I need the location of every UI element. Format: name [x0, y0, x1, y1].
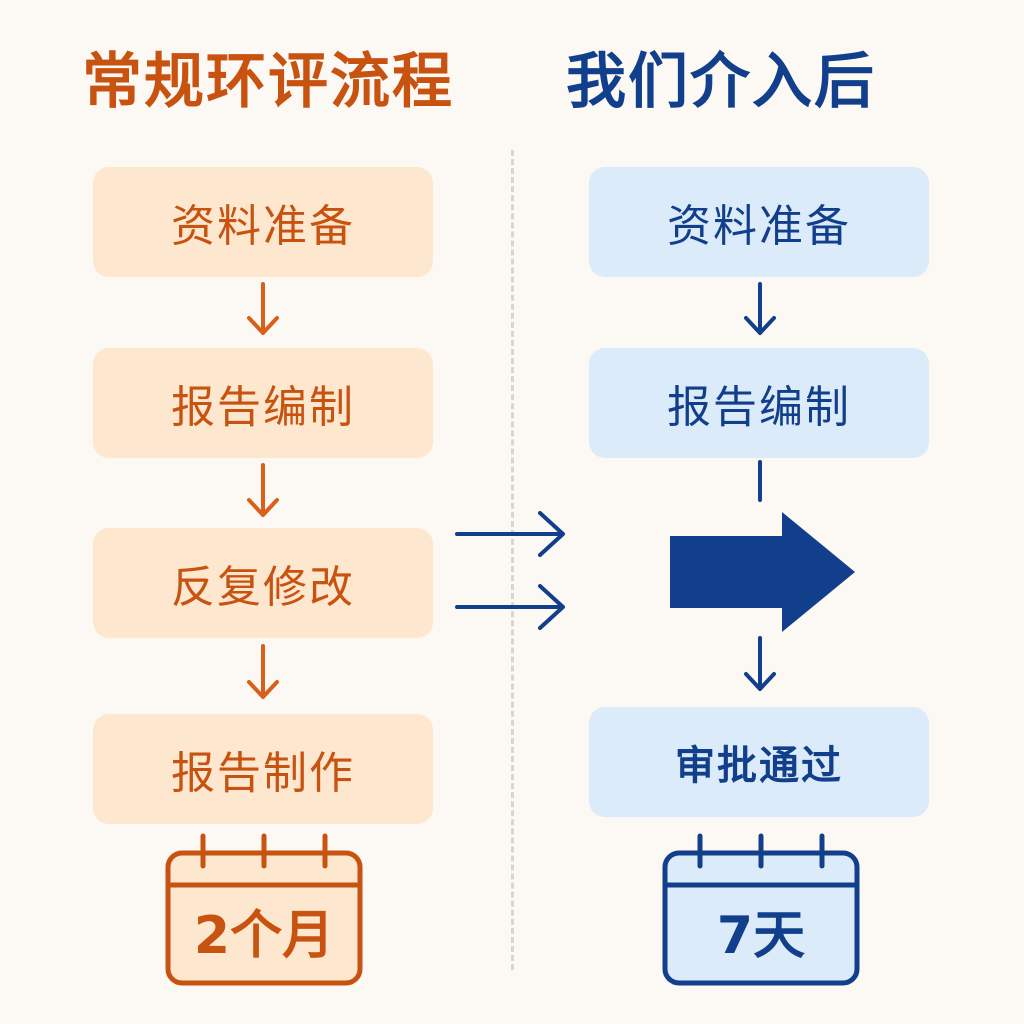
right-arrow-icon-1 — [455, 511, 565, 557]
right-arrow-icon-2 — [455, 584, 565, 630]
right-step-3: 审批通过 — [589, 707, 929, 817]
column-divider — [511, 150, 514, 970]
right-step-2: 报告编制 — [589, 348, 929, 458]
left-step-2: 报告编制 — [93, 348, 433, 458]
right-duration-label: 7天 — [716, 906, 806, 966]
left-step-1: 资料准备 — [93, 167, 433, 277]
left-column-title: 常规环评流程 — [82, 47, 454, 117]
right-column-title: 我们介入后 — [566, 47, 876, 117]
left-down-arrow-icon-3 — [247, 644, 279, 699]
left-step-4: 报告制作 — [93, 714, 433, 824]
left-step-3: 反复修改 — [93, 528, 433, 638]
right-step-1: 资料准备 — [589, 167, 929, 277]
right-down-arrow-icon-1 — [744, 282, 776, 335]
right-down-arrow-icon-2 — [744, 636, 776, 691]
left-down-arrow-icon-1 — [247, 282, 279, 335]
left-down-arrow-icon-2 — [247, 463, 279, 517]
left-duration-label: 2个月 — [193, 906, 335, 966]
big-right-arrow-icon — [670, 512, 855, 632]
